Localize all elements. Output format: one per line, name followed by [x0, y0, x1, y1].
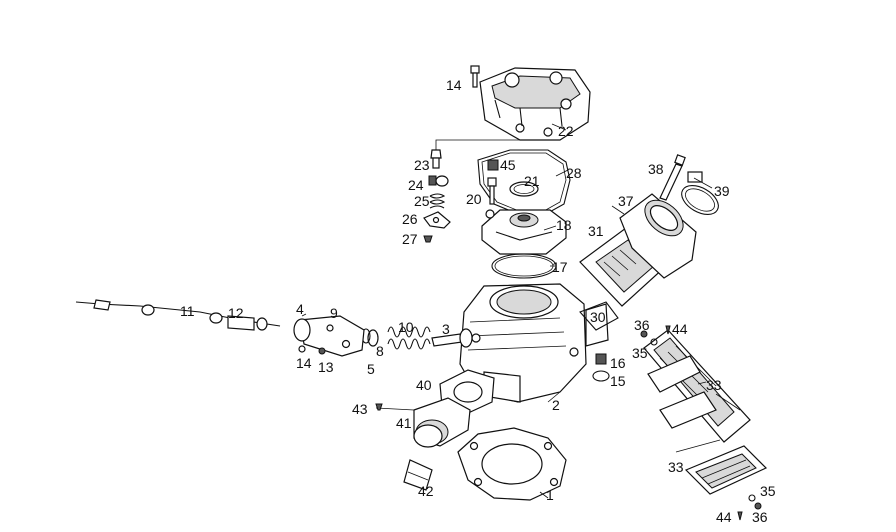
spring-25	[429, 193, 446, 209]
label-12: 12	[228, 305, 244, 321]
label-8: 8	[376, 343, 384, 359]
label-15: 15	[610, 373, 626, 389]
label-28: 28	[566, 165, 582, 181]
gasket-30	[579, 301, 619, 331]
spark-plug-cap-23	[430, 149, 442, 169]
label-45: 45	[500, 157, 516, 173]
label-27: 27	[402, 231, 418, 247]
valve-housing-4-9	[293, 315, 365, 357]
stud-20	[487, 177, 497, 205]
label-37: 37	[618, 193, 634, 209]
nut-45	[487, 159, 499, 171]
label-26: 26	[402, 211, 418, 227]
intake-manifold-37	[619, 193, 697, 279]
label-30: 30	[590, 309, 606, 325]
exhaust-valve-3	[431, 328, 473, 348]
label-11: 11	[180, 303, 195, 319]
label-36-upper: 36	[634, 317, 650, 333]
bolt-14-top	[470, 65, 480, 88]
label-41: 41	[396, 415, 412, 431]
gasket-40	[439, 369, 495, 415]
exhaust-manifold-41	[413, 397, 471, 448]
washer-44-lower	[737, 511, 743, 521]
nut-36-lower	[754, 502, 762, 510]
cylinder-head-cover	[479, 67, 591, 141]
label-33-upper: 33	[706, 377, 722, 393]
label-22: 22	[558, 123, 574, 139]
nut-13	[318, 347, 326, 355]
hose-clamp-39	[681, 171, 719, 215]
label-14-left: 14	[296, 355, 312, 371]
reed-valve-33-lower	[684, 445, 768, 495]
adjuster-12	[227, 315, 268, 331]
screw-27	[423, 235, 433, 243]
label-3: 3	[442, 321, 450, 337]
bolt-38	[659, 154, 686, 201]
label-44-upper: 44	[672, 321, 688, 337]
label-40: 40	[416, 377, 432, 393]
label-20: 20	[466, 191, 482, 207]
washer-15	[592, 370, 610, 382]
nut-24	[428, 175, 449, 187]
label-10: 10	[398, 319, 414, 335]
label-39: 39	[714, 183, 730, 199]
reed-petals	[647, 355, 717, 429]
label-43: 43	[352, 401, 368, 417]
nut-43	[375, 403, 383, 411]
nut-16	[595, 353, 607, 365]
label-18: 18	[556, 217, 572, 233]
label-36-lower: 36	[752, 509, 768, 525]
head-gasket-28	[477, 149, 571, 215]
label-2: 2	[552, 397, 560, 413]
label-35-lower: 35	[760, 483, 776, 499]
label-23: 23	[414, 157, 430, 173]
label-44-lower: 44	[716, 509, 732, 525]
label-4: 4	[296, 301, 304, 317]
label-31: 31	[588, 223, 604, 239]
washer-44-upper	[665, 325, 671, 335]
label-38: 38	[648, 161, 664, 177]
screw-42	[403, 459, 433, 491]
washer-8	[367, 329, 379, 347]
label-9: 9	[330, 305, 338, 321]
cylinder-2	[459, 283, 609, 403]
spring-10	[387, 326, 431, 350]
o-ring-17	[491, 253, 557, 279]
label-33-lower: 33	[668, 459, 684, 475]
label-35-upper: 35	[632, 345, 648, 361]
label-25: 25	[414, 193, 430, 209]
bracket-26	[423, 211, 451, 229]
label-42: 42	[418, 483, 434, 499]
label-1: 1	[546, 487, 554, 503]
label-17: 17	[552, 259, 568, 275]
washer-35-lower	[748, 494, 756, 502]
label-24: 24	[408, 177, 424, 193]
label-21: 21	[524, 173, 540, 189]
label-14-top: 14	[446, 77, 462, 93]
label-5: 5	[367, 361, 375, 377]
nut-36-upper	[640, 330, 648, 338]
label-16: 16	[610, 355, 626, 371]
label-13: 13	[318, 359, 334, 375]
washer-35-upper	[650, 338, 658, 346]
cylinder-head-18	[481, 209, 567, 255]
washer-14-left	[298, 345, 306, 353]
